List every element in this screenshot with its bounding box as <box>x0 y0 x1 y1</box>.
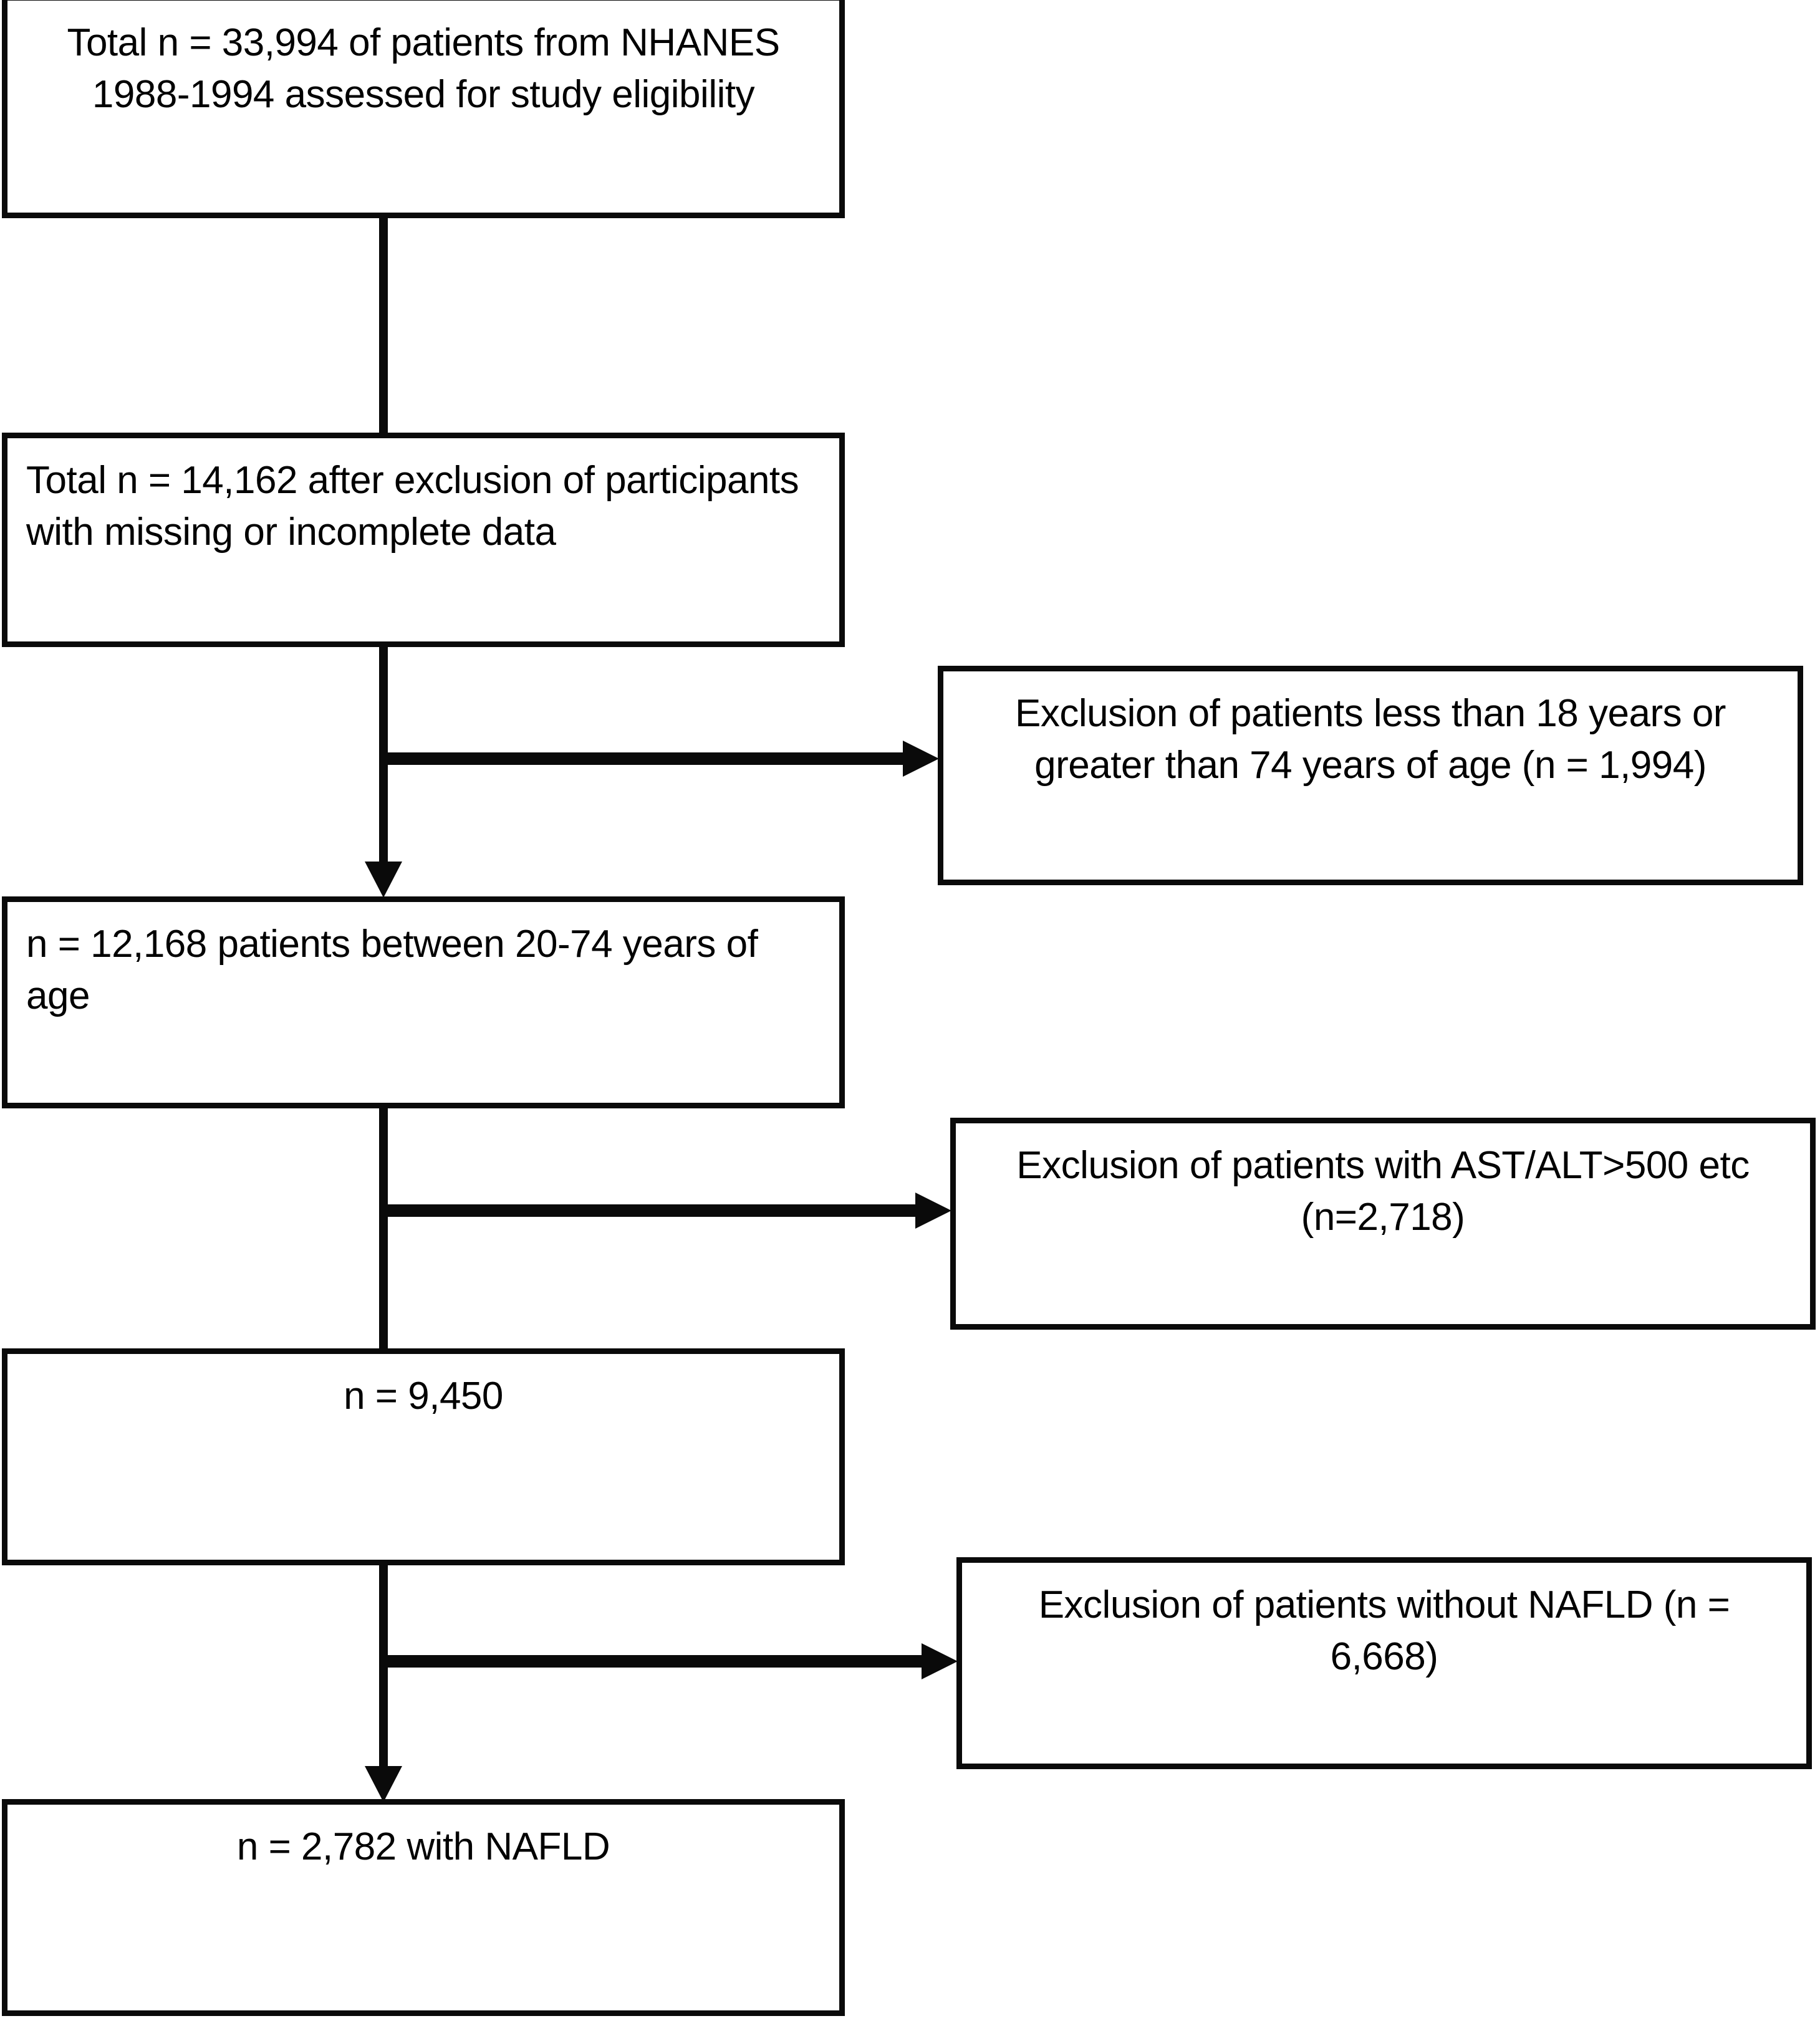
exclusion-age-label: Exclusion of patients less than 18 years… <box>1015 692 1726 787</box>
exclusion-no-nafld-label: Exclusion of patients without NAFLD (n =… <box>1038 1583 1730 1679</box>
connector-total-to-missing <box>379 218 388 435</box>
exclusion-age-box: Exclusion of patients less than 18 years… <box>938 666 1803 885</box>
remaining-after-labs-label: n = 9,450 <box>344 1375 503 1418</box>
age-range-box: n = 12,168 patients between 20-74 years … <box>2 896 845 1108</box>
branch-line-exclusion-no-nafld <box>383 1655 923 1668</box>
final-nafld-cohort-box: n = 2,782 with NAFLD <box>2 1799 845 2016</box>
exclusion-no-nafld-box: Exclusion of patients without NAFLD (n =… <box>956 1557 1812 1769</box>
connector-age-to-n9450 <box>379 1108 388 1351</box>
final-nafld-cohort-label: n = 2,782 with NAFLD <box>236 1825 610 1868</box>
arrowhead-missing-to-age <box>365 862 402 898</box>
after-missing-data-label: Total n = 14,162 after exclusion of part… <box>26 459 799 554</box>
after-missing-data-box: Total n = 14,162 after exclusion of part… <box>2 433 845 647</box>
arrowhead-exclusion-labs <box>915 1193 951 1229</box>
age-range-label: n = 12,168 patients between 20-74 years … <box>26 923 758 1018</box>
remaining-after-labs-box: n = 9,450 <box>2 1348 845 1565</box>
connector-n9450-to-nafld-trunk <box>379 1565 388 1771</box>
arrowhead-exclusion-no-nafld <box>922 1643 958 1679</box>
arrowhead-exclusion-age <box>903 741 939 777</box>
branch-line-exclusion-labs <box>383 1204 917 1217</box>
total-assessed-box: Total n = 33,994 of patients from NHANES… <box>2 0 845 218</box>
exclusion-liver-enzymes-label: Exclusion of patients with AST/ALT>500 e… <box>1016 1144 1750 1239</box>
exclusion-liver-enzymes-box: Exclusion of patients with AST/ALT>500 e… <box>950 1118 1816 1330</box>
arrowhead-n9450-to-nafld <box>365 1766 402 1802</box>
branch-line-exclusion-age <box>383 752 904 765</box>
total-assessed-label: Total n = 33,994 of patients from NHANES… <box>67 21 780 117</box>
